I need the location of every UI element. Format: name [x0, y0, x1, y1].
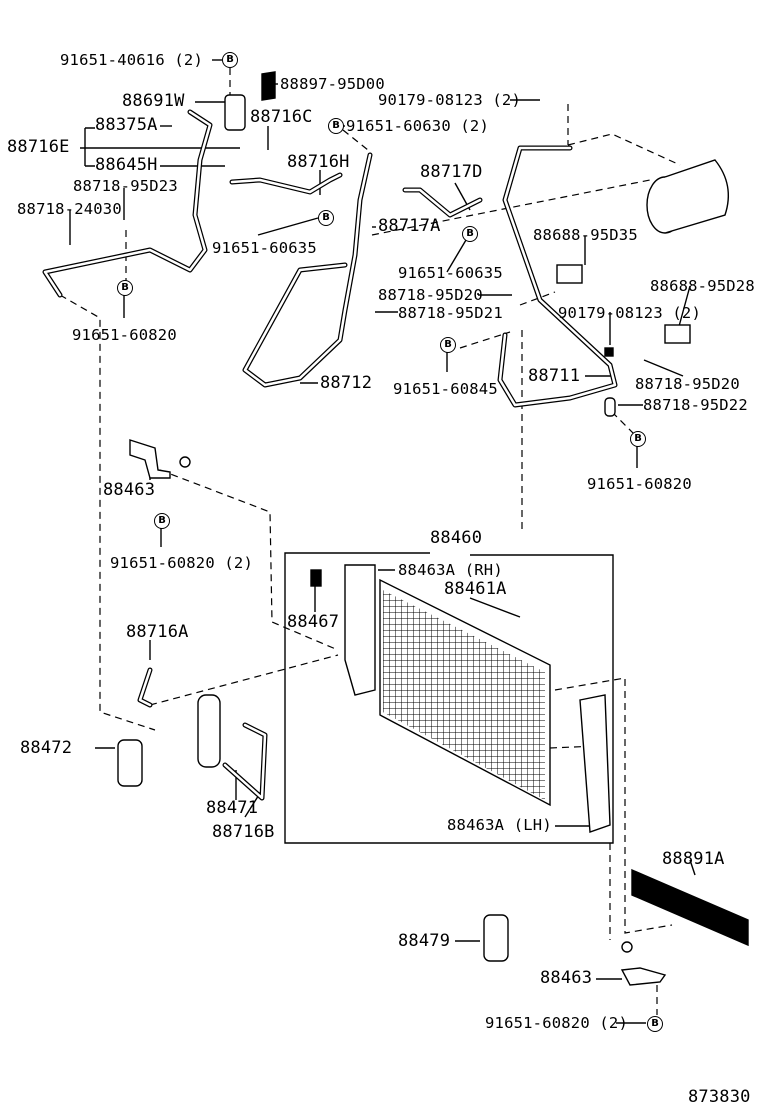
nut-lower: [621, 941, 633, 953]
bolt-b-symbol: B: [328, 118, 344, 134]
callout-label: 88718-95D21: [398, 304, 503, 322]
bracket-95d28: [664, 324, 691, 344]
diagram-id: 873830: [688, 1087, 751, 1107]
callout-label: 88716C: [250, 107, 313, 127]
bracket-88463-upper: [129, 439, 171, 479]
callout-label: 88716A: [126, 622, 189, 642]
callout-label: 88467: [287, 612, 340, 632]
desiccant-88479: [483, 914, 509, 962]
bolt-b-symbol: B: [462, 226, 478, 242]
callout-label: 88472: [20, 738, 73, 758]
clamp-95d22: [604, 397, 616, 417]
callout-label: 88716H: [287, 152, 350, 172]
bolt-90179: [604, 347, 614, 357]
callout-label: 91651-60630 (2): [346, 117, 489, 135]
bolt-b-symbol: B: [154, 513, 170, 529]
callout-label: 88375A: [95, 115, 158, 135]
callout-label: 88716B: [212, 822, 275, 842]
callout-label: 88716E: [7, 137, 70, 157]
callout-label: 91651-60820 (2): [110, 554, 253, 572]
callout-label: 88718-95D22: [643, 396, 748, 414]
bracket-rh: [344, 564, 376, 696]
callout-label: 88718-95D23: [73, 177, 178, 195]
bracket-88897: [261, 71, 276, 101]
callout-label: 91651-60820 (2): [485, 1014, 628, 1032]
callout-label: 88891A: [662, 849, 725, 869]
nut-upper: [179, 456, 191, 468]
callout-label: 88463A (LH): [447, 816, 552, 834]
callout-label: 88711: [528, 366, 581, 386]
hoses: [42, 109, 618, 801]
bracket-lh: [579, 694, 611, 833]
bracket-95d35: [556, 264, 583, 284]
callout-label: 88463: [103, 480, 156, 500]
bolt-b-symbol: B: [647, 1016, 663, 1032]
bolt-b-symbol: B: [630, 431, 646, 447]
assembly-dashes: [59, 68, 681, 1015]
callout-label: 91651-60635: [212, 239, 317, 257]
callout-label: 88688-95D35: [533, 226, 638, 244]
callout-label: 88717D: [420, 162, 483, 182]
leader-lines: [69, 59, 696, 1024]
callout-label: 88463A (RH): [398, 561, 503, 579]
callout-label: 88479: [398, 931, 451, 951]
callout-label: 88471: [206, 798, 259, 818]
callout-label: 91651-60635: [398, 264, 503, 282]
callout-label: 88897-95D00: [280, 75, 385, 93]
bracket-88472: [117, 739, 143, 787]
bolt-b-symbol: B: [222, 52, 238, 68]
callout-label: 88688-95D28: [650, 277, 755, 295]
bolt-b-symbol: B: [117, 280, 133, 296]
callout-label: 88460: [430, 528, 483, 548]
callout-label: 88463: [540, 968, 593, 988]
callout-label: 88645H: [95, 155, 158, 175]
callout-label: 88718-95D20: [635, 375, 740, 393]
compressor-body: [664, 159, 729, 234]
bolt-b-symbol: B: [440, 337, 456, 353]
callout-label: 88691W: [122, 91, 185, 111]
callout-label: 88718-24030: [17, 200, 122, 218]
callout-label: 88717A: [378, 216, 441, 236]
callout-label: 88461A: [444, 579, 507, 599]
bolt-b-symbol: B: [318, 210, 334, 226]
callout-label: 90179-08123 (2): [558, 304, 701, 322]
bracket-88463-lower: [620, 967, 667, 986]
cushion-88467: [310, 569, 322, 587]
callout-label: 88718-95D20: [378, 286, 483, 304]
callout-label: 91651-60845: [393, 380, 498, 398]
receiver-88471: [197, 694, 221, 768]
callout-label: 90179-08123 (2): [378, 91, 521, 109]
callout-label: 91651-40616 (2): [60, 51, 203, 69]
callout-label: 91651-60820: [72, 326, 177, 344]
callout-label: 91651-60820: [587, 475, 692, 493]
parts: [117, 71, 749, 986]
seal-88891a: [631, 868, 749, 947]
pressure-switch-body: [224, 94, 246, 131]
callout-label: 88712: [320, 373, 373, 393]
